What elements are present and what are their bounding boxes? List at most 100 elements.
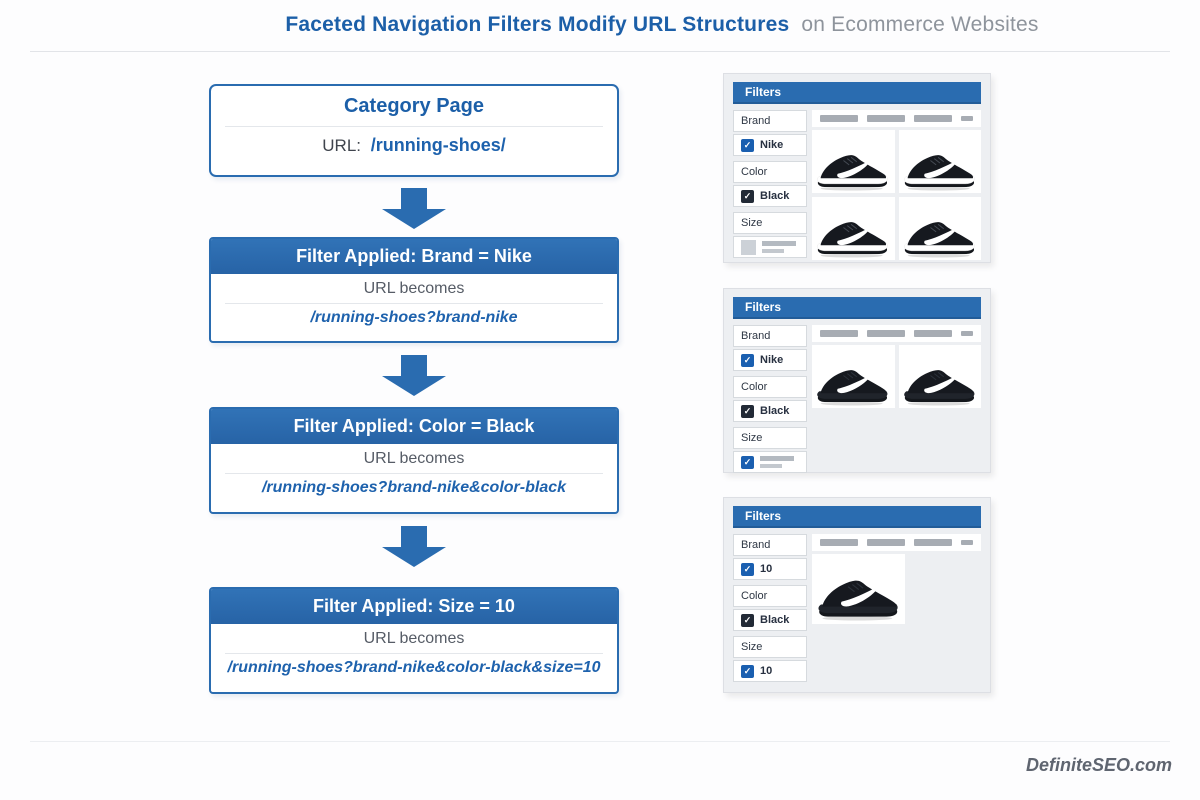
filter-option-label: 10	[760, 665, 773, 677]
toolbar-placeholder	[867, 330, 905, 337]
divider	[225, 126, 603, 127]
filter-group-color: Color	[733, 376, 807, 398]
flow-box-filter-brand: Filter Applied: Brand = Nike URL becomes…	[209, 237, 619, 343]
filter-group-brand: Brand	[733, 325, 807, 347]
checkbox-checked-icon[interactable]	[741, 404, 754, 418]
product-card-sneaker[interactable]	[898, 197, 981, 260]
divider	[225, 473, 603, 474]
category-page-title: Category Page	[343, 95, 485, 117]
toolbar-placeholder	[820, 330, 858, 337]
text-placeholder	[762, 241, 796, 253]
product-card-sneaker[interactable]	[898, 345, 981, 408]
filter-size-url: /running-shoes?brand-nike&color-black&si…	[227, 659, 601, 676]
toolbar-placeholder	[914, 330, 952, 337]
filter-option-label: 10	[760, 563, 773, 575]
sort-toolbar	[812, 110, 981, 127]
product-card-sneaker[interactable]	[812, 197, 895, 260]
down-arrow-stem	[401, 526, 427, 547]
down-arrow-icon	[382, 188, 446, 229]
filter-option-black[interactable]: Black	[733, 400, 807, 422]
flow-box-filter-color: Filter Applied: Color = Black URL become…	[209, 407, 619, 514]
checkbox-checked-icon[interactable]	[741, 189, 754, 203]
filter-brand-header: Filter Applied: Brand = Nike	[211, 239, 617, 274]
sneaker-image	[817, 369, 888, 406]
product-grid	[812, 130, 981, 260]
filter-color-header: Filter Applied: Color = Black	[211, 409, 617, 444]
product-card-sneaker[interactable]	[898, 130, 981, 193]
text-placeholder	[760, 456, 794, 468]
filter-option-black[interactable]: Black	[733, 185, 807, 207]
filter-option-label: Black	[760, 614, 790, 626]
filters-header: Filters	[733, 82, 981, 104]
toolbar-placeholder	[914, 539, 952, 546]
checkbox-unchecked-icon[interactable]	[741, 239, 756, 255]
mockup-panel-1: Filters Brand Nike Color Black Size	[723, 73, 991, 263]
toolbar-placeholder	[961, 331, 973, 336]
filter-option-brand-10[interactable]: 10	[733, 558, 807, 580]
page-title-highlight: Faceted Navigation Filters Modify URL St…	[285, 13, 790, 36]
product-grid	[812, 554, 981, 624]
sneaker-image	[817, 154, 888, 191]
down-arrow-icon	[382, 355, 446, 396]
filter-group-brand: Brand	[733, 534, 807, 556]
filter-group-color: Color	[733, 161, 807, 183]
filter-option-size-placeholder[interactable]	[733, 236, 807, 258]
toolbar-placeholder	[867, 115, 905, 122]
filter-option-nike[interactable]: Nike	[733, 134, 807, 156]
filter-option-nike[interactable]: Nike	[733, 349, 807, 371]
sneaker-image	[903, 369, 975, 406]
down-arrow-icon	[382, 526, 446, 567]
filter-brand-url: /running-shoes?brand-nike	[310, 309, 518, 326]
product-card-sneaker[interactable]	[812, 345, 895, 408]
divider	[225, 653, 603, 654]
toolbar-placeholder	[961, 540, 973, 545]
sneaker-image	[903, 221, 975, 258]
filter-sidebar: Brand Nike Color Black Size	[733, 325, 807, 475]
filter-option-black[interactable]: Black	[733, 609, 807, 631]
filter-option-label: Black	[760, 405, 790, 417]
toolbar-placeholder	[867, 539, 905, 546]
checkbox-checked-icon[interactable]	[741, 138, 754, 152]
filter-group-brand: Brand	[733, 110, 807, 132]
filter-option-label: Nike	[760, 139, 784, 151]
filter-sidebar: Brand Nike Color Black Size	[733, 110, 807, 260]
filter-sidebar: Brand 10 Color Black Size 10	[733, 534, 807, 684]
url-becomes-label: URL becomes	[363, 450, 465, 467]
down-arrow-stem	[401, 355, 427, 376]
checkbox-checked-icon[interactable]	[741, 455, 754, 469]
filter-option-size-checked[interactable]	[733, 451, 807, 473]
product-card-sneaker[interactable]	[812, 130, 895, 193]
header-divider	[30, 51, 1170, 52]
sort-toolbar	[812, 534, 981, 551]
checkbox-checked-icon[interactable]	[741, 664, 754, 678]
category-url-line: URL: /running-shoes/	[211, 135, 617, 156]
checkbox-checked-icon[interactable]	[741, 353, 754, 367]
filter-group-color: Color	[733, 585, 807, 607]
mockup-panel-2: Filters Brand Nike Color Black Size	[723, 288, 991, 473]
product-area	[812, 534, 981, 624]
filter-option-size-10[interactable]: 10	[733, 660, 807, 682]
checkbox-checked-icon[interactable]	[741, 562, 754, 576]
watermark-brand: DefiniteSEO.com	[1025, 755, 1172, 775]
mockup-panel-3: Filters Brand 10 Color Black Size 10	[723, 497, 991, 693]
filters-header: Filters	[733, 506, 981, 528]
page-title-rest: on Ecommerce Websites	[801, 13, 1039, 36]
product-grid	[812, 345, 981, 408]
filter-size-header: Filter Applied: Size = 10	[211, 589, 617, 624]
product-card-sneaker[interactable]	[812, 554, 905, 624]
filter-color-url: /running-shoes?brand-nike&color-black	[261, 479, 567, 496]
filter-option-label: Black	[760, 190, 790, 202]
filter-group-size: Size	[733, 212, 807, 234]
product-area	[812, 110, 981, 260]
product-area	[812, 325, 981, 408]
checkbox-checked-icon[interactable]	[741, 613, 754, 627]
down-arrow-head	[382, 209, 446, 229]
sneaker-image	[817, 221, 888, 258]
footer-divider	[30, 741, 1170, 742]
flow-box-category-page: Category Page URL: /running-shoes/	[209, 84, 619, 177]
filters-header: Filters	[733, 297, 981, 319]
url-becomes-label: URL becomes	[363, 280, 465, 297]
toolbar-placeholder	[820, 115, 858, 122]
page-title: Faceted Navigation Filters Modify URL St…	[0, 13, 1200, 37]
